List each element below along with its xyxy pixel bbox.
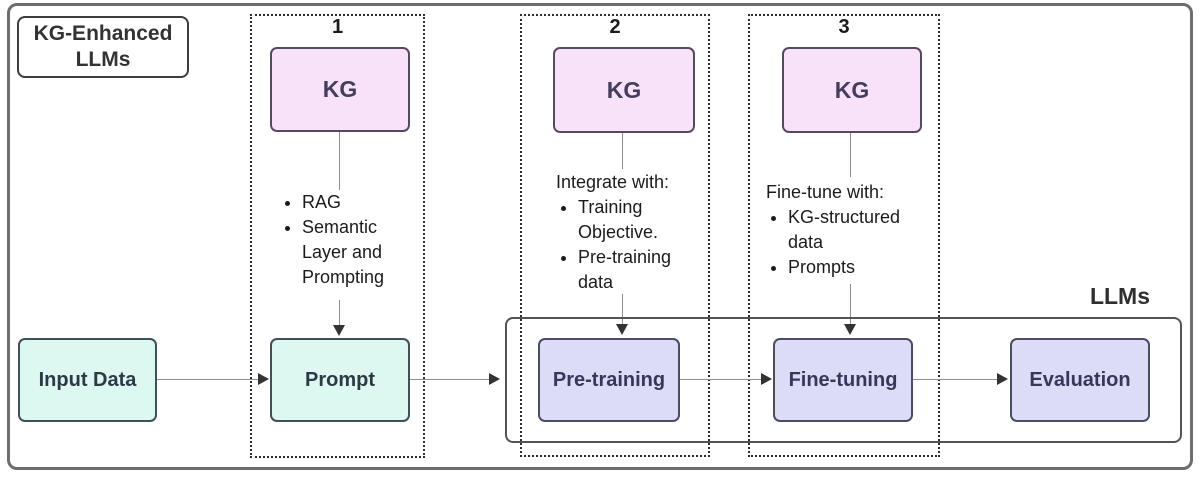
node-prompt: Prompt (270, 338, 410, 422)
connector-input-to-prompt (157, 379, 259, 380)
node-prompt-label: Prompt (305, 368, 375, 391)
node-pre-training-label: Pre-training (552, 368, 666, 391)
group-3-notes: Fine-tune with: KG-structured data Promp… (766, 180, 918, 280)
group-3-container (748, 14, 940, 457)
arrow-right-into-llms-icon (489, 373, 500, 385)
node-fine-tuning-label: Fine-tuning (788, 368, 898, 391)
connector-finetuning-to-evaluation (913, 379, 998, 380)
arrow-right-into-prompt-icon (258, 373, 269, 385)
group-1-bullet-2: Semantic Layer and Prompting (302, 215, 402, 290)
group-2-connector-upper (622, 133, 623, 169)
group-1-notes: RAG Semantic Layer and Prompting (280, 190, 402, 290)
group-3-connector-upper (850, 133, 851, 177)
group-3-bullet-2: Prompts (788, 255, 918, 280)
group-1-arrow-down-icon (333, 325, 345, 336)
group-3-kg-node: KG (782, 47, 922, 133)
node-evaluation-label: Evaluation (1029, 368, 1131, 391)
group-1-bullet-1: RAG (302, 190, 402, 215)
group-2-bullet-list: Training Objective. Pre-training data (556, 195, 688, 295)
group-3-kg-label: KG (834, 76, 870, 103)
group-2-number: 2 (609, 16, 621, 38)
diagram-title-box: KG-Enhanced LLMs (17, 16, 189, 78)
llms-group-container (505, 317, 1182, 443)
connector-pretraining-to-finetuning (680, 379, 762, 380)
group-3-notes-intro: Fine-tune with: (766, 182, 885, 202)
group-1-bullet-list: RAG Semantic Layer and Prompting (280, 190, 402, 290)
group-1-connector-upper (339, 132, 340, 194)
group-2-bullet-1: Training Objective. (578, 195, 688, 245)
group-3-number: 3 (838, 16, 850, 38)
group-3-arrow-down-icon (844, 324, 856, 335)
group-2-connector-lower (622, 294, 623, 325)
node-pre-training: Pre-training (538, 338, 680, 422)
arrow-right-into-finetuning-icon (761, 373, 772, 385)
llms-group-label: LLMs (1089, 283, 1150, 309)
node-fine-tuning: Fine-tuning (773, 338, 913, 422)
group-1-connector-lower (339, 300, 340, 326)
group-1-container (250, 14, 425, 458)
group-2-container (520, 14, 710, 457)
group-2-notes: Integrate with: Training Objective. Pre-… (556, 170, 688, 295)
group-1-number: 1 (331, 16, 344, 38)
group-1-kg-label: KG (322, 76, 358, 102)
node-input-data-label: Input Data (38, 368, 137, 391)
group-2-notes-intro: Integrate with: (556, 172, 670, 192)
connector-prompt-to-llms (410, 379, 490, 380)
group-3-connector-lower (850, 284, 851, 325)
node-evaluation: Evaluation (1010, 338, 1150, 422)
group-2-bullet-2: Pre-training data (578, 245, 688, 295)
group-3-bullet-list: KG-structured data Prompts (766, 205, 918, 280)
group-2-kg-label: KG (606, 76, 642, 103)
diagram-title-line2: LLMs (75, 48, 131, 71)
group-2-arrow-down-icon (616, 324, 628, 335)
group-1-kg-node: KG (270, 47, 410, 132)
node-input-data: Input Data (18, 338, 157, 422)
group-2-kg-node: KG (553, 47, 695, 133)
group-3-bullet-1: KG-structured data (788, 205, 918, 255)
arrow-right-into-evaluation-icon (997, 373, 1008, 385)
diagram-title-line1: KG-Enhanced (33, 21, 173, 45)
